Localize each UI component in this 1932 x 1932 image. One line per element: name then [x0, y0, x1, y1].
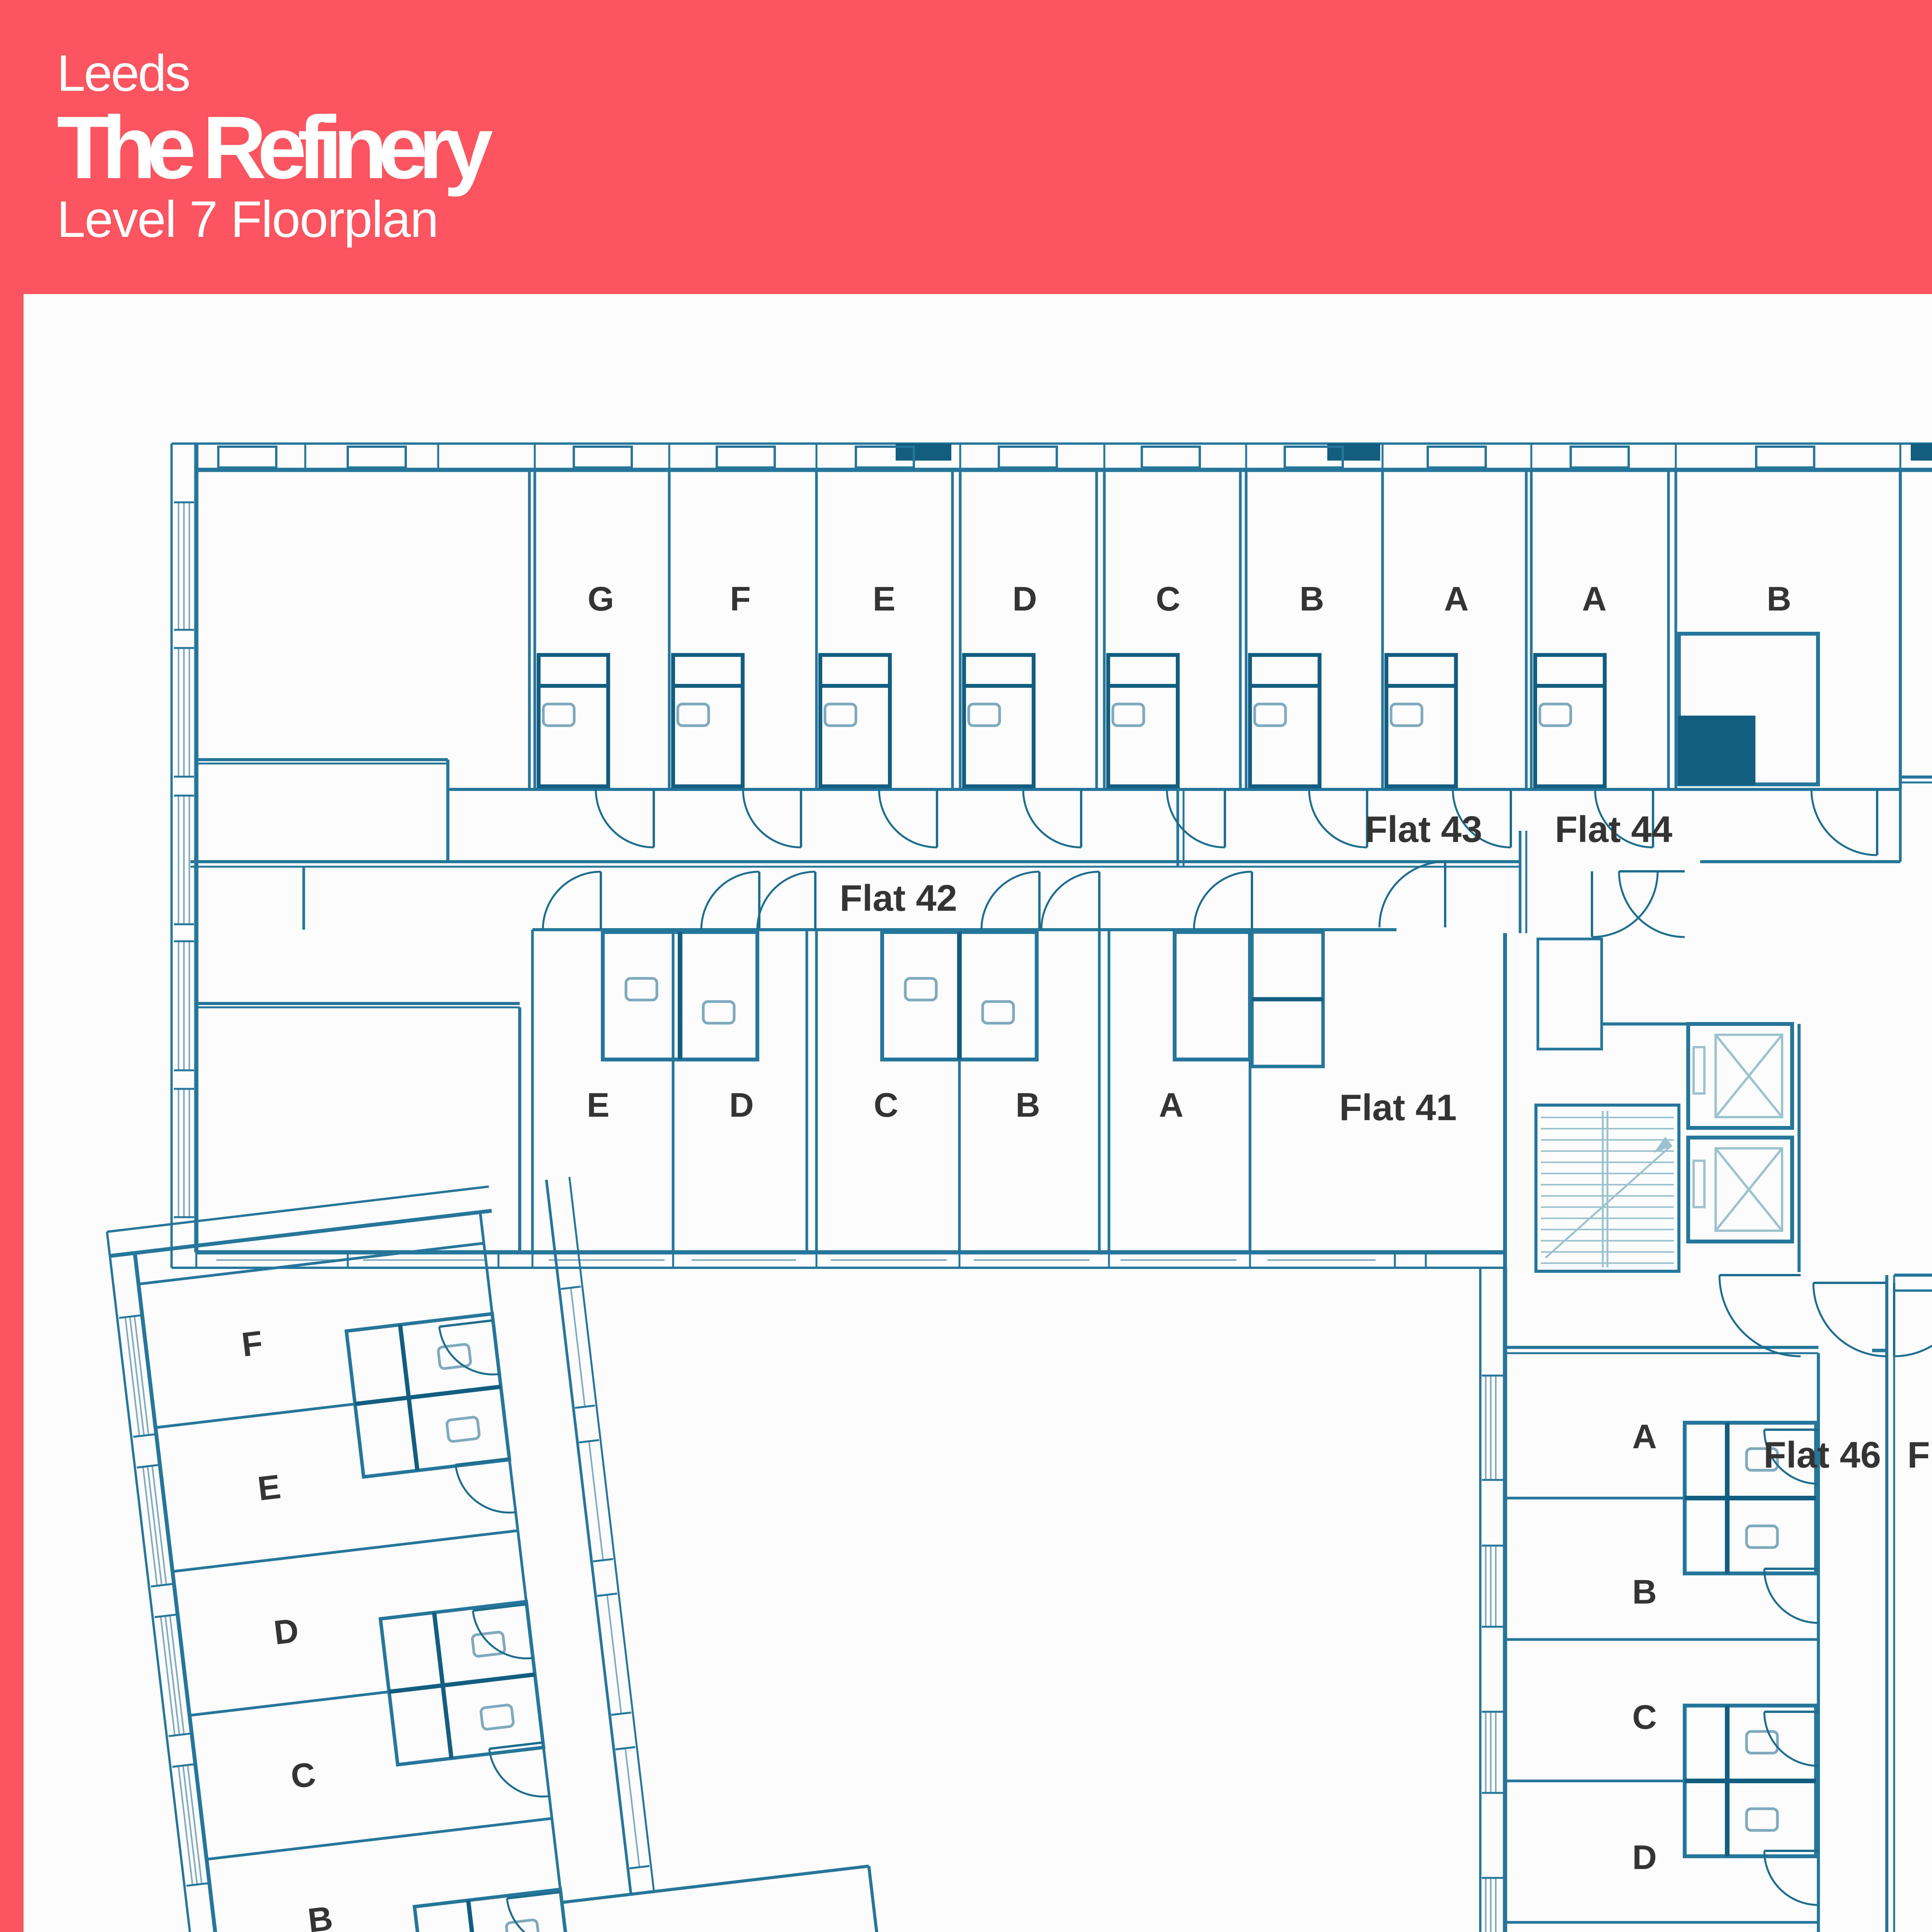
svg-text:F: F: [730, 580, 751, 618]
svg-text:Flat 45: Flat 45: [1907, 1434, 1932, 1476]
svg-text:C: C: [1632, 1698, 1657, 1736]
svg-text:B: B: [1632, 1573, 1657, 1611]
svg-text:A: A: [1159, 1086, 1184, 1124]
svg-text:C: C: [289, 1755, 318, 1796]
svg-text:E: E: [873, 580, 896, 618]
svg-text:B: B: [306, 1899, 335, 1932]
svg-text:Flat 46: Flat 46: [1764, 1434, 1881, 1476]
svg-text:D: D: [272, 1611, 301, 1652]
svg-text:C: C: [874, 1086, 898, 1124]
svg-text:Leeds: Leeds: [57, 45, 189, 102]
svg-text:The Refinery: The Refinery: [57, 98, 493, 197]
svg-text:C: C: [1156, 580, 1180, 618]
svg-text:A: A: [1582, 580, 1607, 618]
svg-text:F: F: [240, 1323, 265, 1364]
svg-text:D: D: [729, 1086, 754, 1124]
svg-text:B: B: [1299, 580, 1324, 618]
svg-text:A: A: [1444, 580, 1469, 618]
svg-text:Flat 44: Flat 44: [1555, 809, 1672, 850]
svg-text:E: E: [256, 1467, 283, 1508]
svg-text:D: D: [1012, 580, 1037, 618]
svg-text:G: G: [588, 580, 614, 618]
svg-text:B: B: [1015, 1086, 1040, 1124]
svg-text:Level 7 Floorplan: Level 7 Floorplan: [57, 191, 438, 248]
svg-text:D: D: [1632, 1838, 1657, 1876]
svg-text:B: B: [1767, 580, 1791, 618]
svg-text:Flat 41: Flat 41: [1339, 1087, 1457, 1128]
svg-text:Flat 43: Flat 43: [1365, 809, 1482, 850]
svg-text:E: E: [587, 1086, 610, 1124]
svg-text:A: A: [1632, 1417, 1657, 1456]
svg-text:Flat 42: Flat 42: [840, 878, 957, 919]
